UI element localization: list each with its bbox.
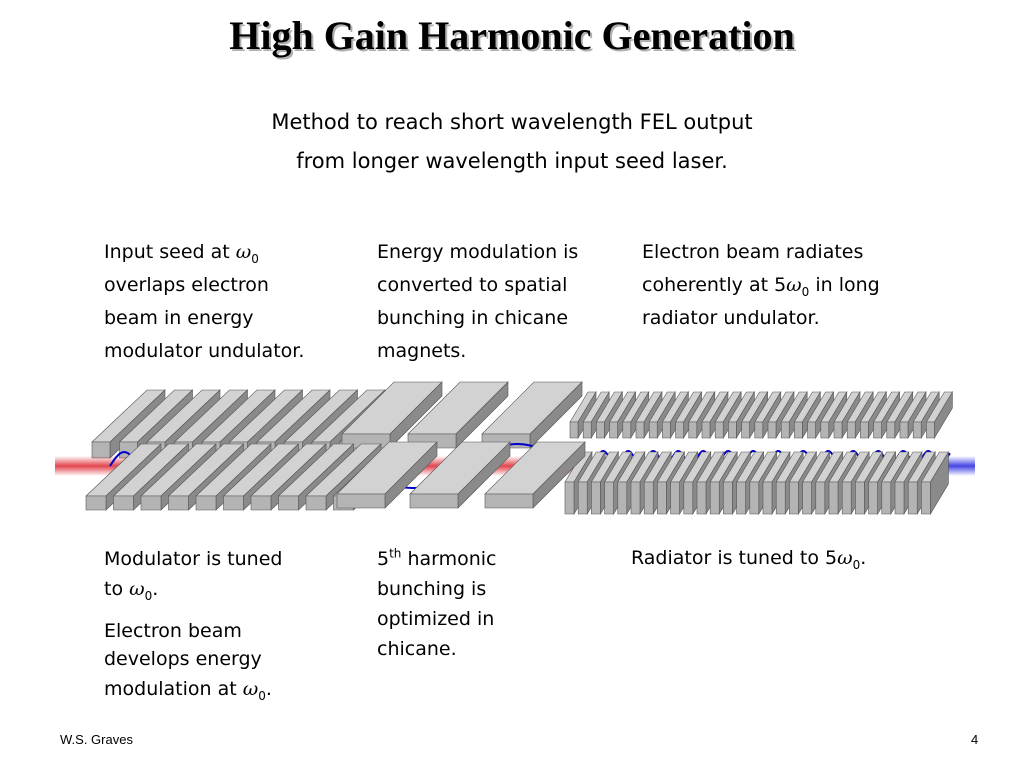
footer-author: W.S. Graves (60, 732, 133, 747)
radiator-magnet (767, 390, 795, 440)
radiator-magnet (688, 390, 716, 440)
harmonic-bunching-note: 5th harmonic bunching is optimized in ch… (377, 546, 497, 660)
modulator-tuning-note: Modulator is tuned to ω0. Electron beam … (104, 548, 283, 703)
subtitle-line-2: from longer wavelength input seed laser. (296, 149, 728, 173)
radiator-magnet (833, 390, 861, 440)
slide-title: High Gain Harmonic Generation (229, 13, 795, 58)
footer-page-number: 4 (971, 732, 979, 747)
chicane-description: Energy modulation is converted to spatia… (377, 241, 579, 362)
omega-symbol: ω (129, 578, 145, 600)
radiator-magnet (886, 390, 914, 440)
radiator-magnet (609, 390, 637, 440)
omega-symbol: ω (235, 241, 252, 263)
radiator-magnet (727, 390, 755, 440)
slide-subtitle: Method to reach short wavelength FEL out… (0, 103, 1024, 181)
modulator-lower-magnets (85, 443, 410, 511)
radiator-magnet (754, 390, 782, 440)
omega-symbol: ω (786, 274, 802, 296)
chicane-upper-magnets (341, 381, 583, 449)
hghg-diagram (55, 381, 975, 516)
radiator-magnet (701, 390, 729, 440)
modulator-description: Input seed at ω0 overlaps electron beam … (104, 241, 305, 362)
radiator-magnet (635, 390, 663, 440)
radiator-magnet (741, 390, 769, 440)
chicane-magnet (336, 441, 438, 509)
subtitle-line-1: Method to reach short wavelength FEL out… (271, 110, 753, 134)
chicane-magnet (484, 441, 586, 509)
omega-symbol: ω (242, 678, 259, 700)
radiator-magnet (899, 390, 927, 440)
radiator-magnet (622, 390, 650, 440)
radiator-upper-magnets (569, 390, 953, 440)
radiator-tuning-note: Radiator is tuned to 5ω0. (631, 547, 867, 572)
radiator-magnet (661, 390, 689, 440)
radiator-magnet (780, 390, 808, 440)
radiator-magnet (920, 450, 949, 516)
chicane-magnet (409, 441, 511, 509)
radiator-magnet (846, 390, 874, 440)
omega-symbol: ω (837, 547, 853, 569)
radiator-magnet (648, 390, 676, 440)
radiator-lower-magnets (564, 450, 949, 516)
radiator-magnet (925, 390, 953, 440)
chicane-lower-magnets (336, 441, 586, 509)
radiator-description: Electron beam radiates coherently at 5ω0… (642, 241, 880, 329)
radiator-magnet (793, 390, 821, 440)
